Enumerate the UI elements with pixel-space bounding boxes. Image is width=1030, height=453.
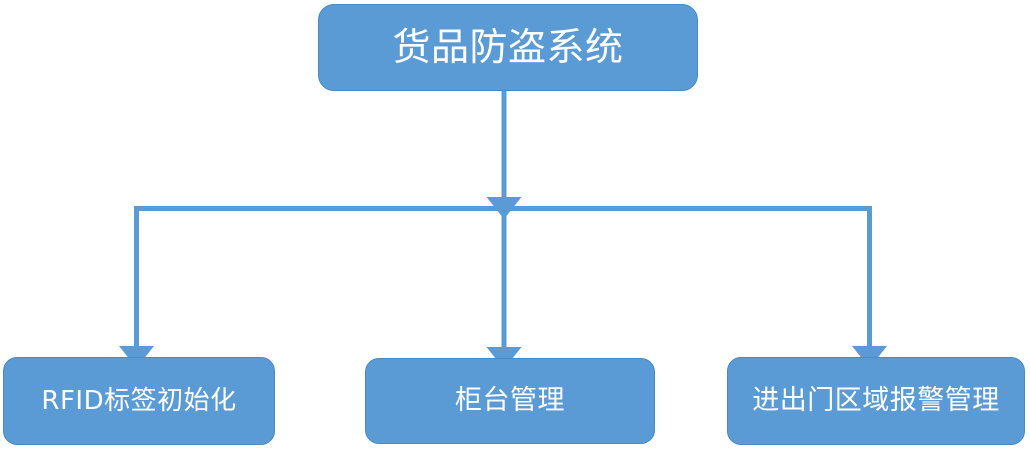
node-gate-area-alarm-management[interactable]: 进出门区域报警管理 — [727, 357, 1025, 445]
node-root-system[interactable]: 货品防盗系统 — [318, 4, 698, 91]
node-gate-area-alarm-management-label: 进出门区域报警管理 — [752, 385, 1000, 417]
node-rfid-tag-initialization-label: RFID标签初始化 — [41, 385, 237, 416]
node-counter-management[interactable]: 柜台管理 — [365, 358, 655, 444]
node-rfid-tag-initialization[interactable]: RFID标签初始化 — [3, 357, 275, 445]
node-root-system-label: 货品防盗系统 — [392, 24, 624, 69]
node-counter-management-label: 柜台管理 — [455, 385, 565, 417]
